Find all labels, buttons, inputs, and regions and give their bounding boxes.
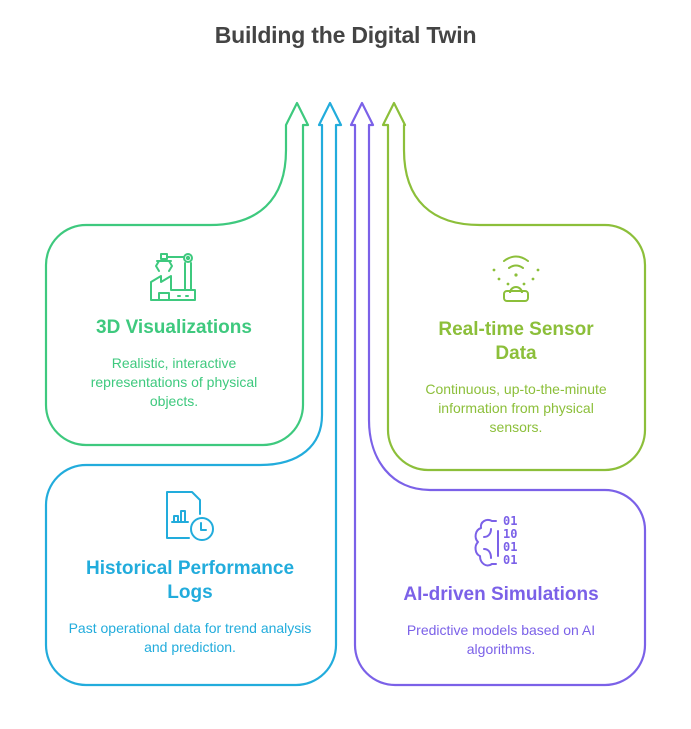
card-3d-visualizations: 3D Visualizations Realistic, interactive…: [60, 316, 288, 411]
card-title: Historical Performance Logs: [85, 558, 295, 603]
binary-digit-row: 01: [503, 540, 517, 554]
binary-digit-row: 01: [503, 516, 517, 528]
wireless-sensor-icon: [492, 255, 540, 302]
binary-digit-row: 10: [503, 527, 517, 541]
arrow-ai-driven-simulations: [349, 101, 647, 687]
factory-robot-arm-icon: [150, 253, 196, 301]
card-real-time-sensor-data: Real-time Sensor Data Continuous, up-to-…: [400, 318, 632, 437]
card-title: AI-driven Simulations: [403, 584, 599, 605]
card-title: Real-time Sensor Data: [438, 319, 594, 364]
card-title: 3D Visualizations: [96, 317, 252, 338]
diagram-title: Building the Digital Twin: [214, 22, 477, 48]
card-description: Continuous, up-to-the-minute information…: [425, 381, 607, 435]
document-chart-clock-icon: [166, 491, 214, 541]
arrow-historical-performance-logs: [44, 101, 343, 687]
binary-digit-row: 01: [503, 553, 517, 567]
card-description: Predictive models based on AI algorithms…: [406, 622, 596, 657]
brain-binary-icon: 01 10 01 01: [474, 516, 517, 567]
card-historical-performance-logs: Historical Performance Logs Past operati…: [58, 557, 322, 657]
card-ai-driven-simulations: AI-driven Simulations Predictive models …: [370, 583, 632, 659]
arrow-real-time-sensor-data: [381, 101, 647, 472]
card-description: Past operational data for trend analysis…: [68, 620, 312, 655]
arrow-3d-visualizations: [44, 101, 310, 447]
card-description: Realistic, interactive representations o…: [90, 355, 258, 409]
